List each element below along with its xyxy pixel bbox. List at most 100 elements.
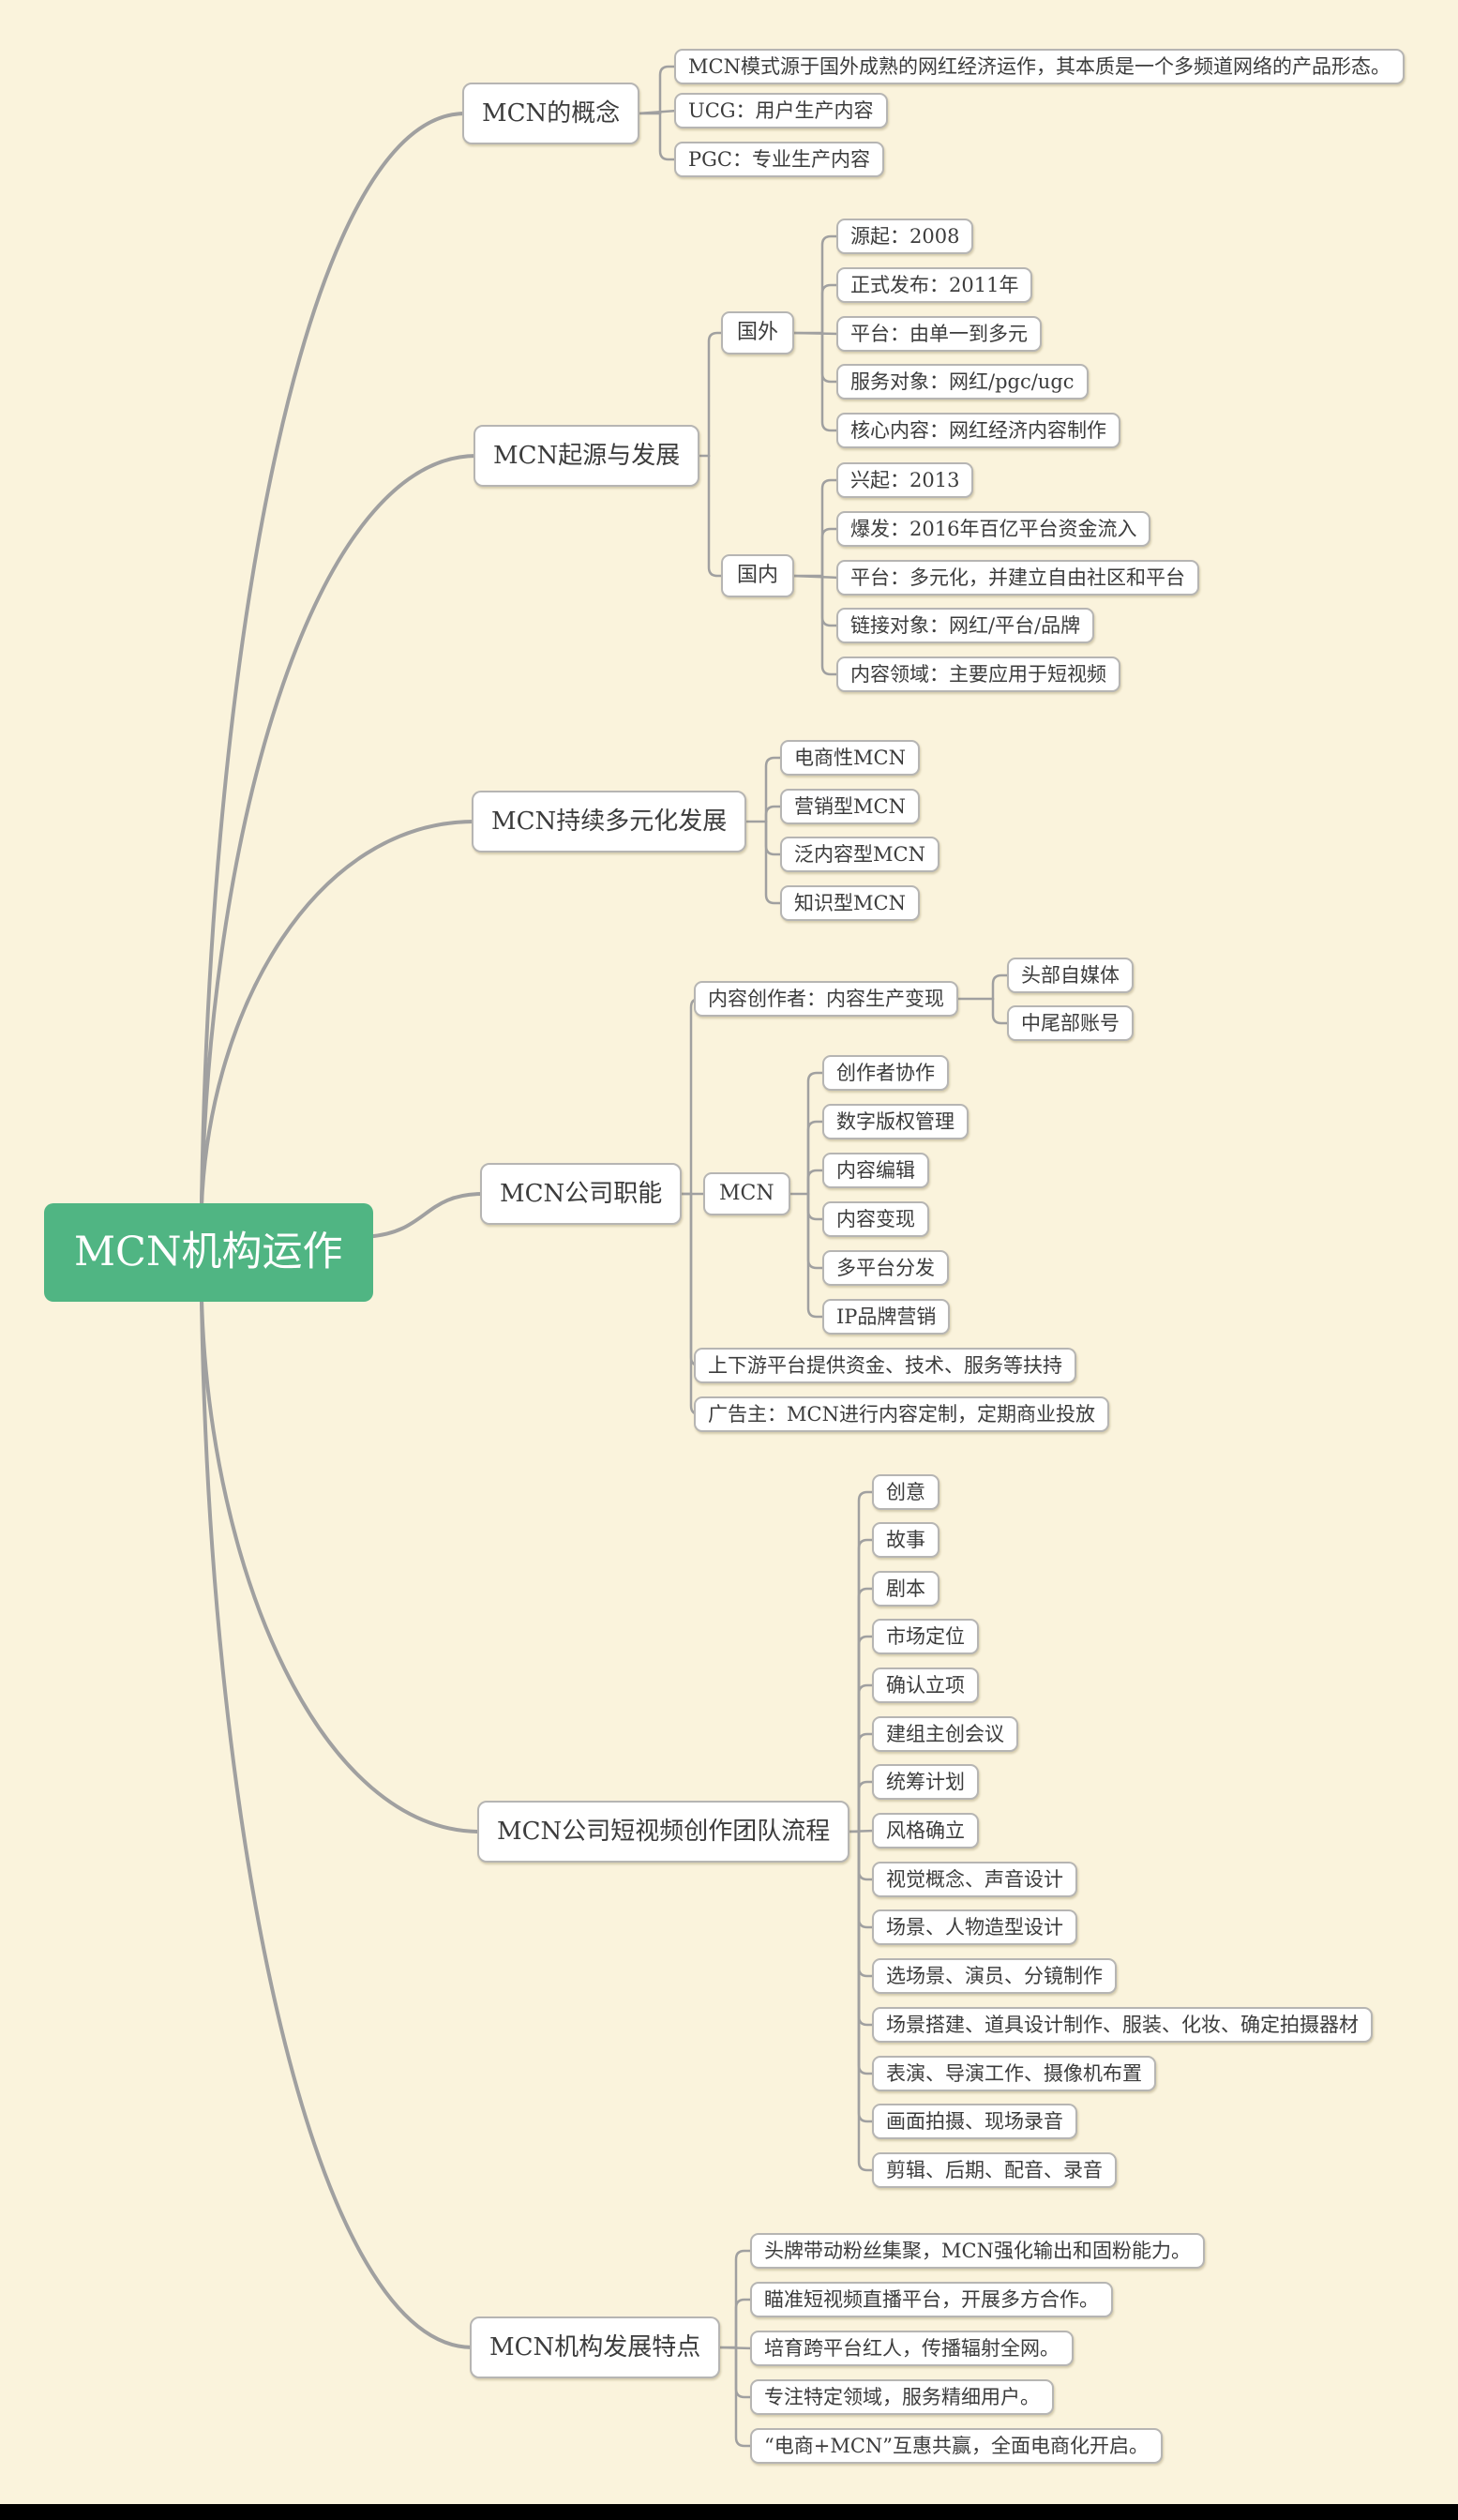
connector [368, 1192, 485, 1239]
connector [200, 1298, 482, 1833]
child-node[interactable]: 创意 [872, 1474, 939, 1510]
connector [806, 1192, 827, 1319]
child-node[interactable]: 爆发：2016年百亿平台资金流入 [836, 511, 1151, 547]
connector [857, 1830, 877, 2172]
child-node[interactable]: 视觉概念、声音设计 [872, 1862, 1077, 1897]
child-node[interactable]: 瞄准短视频直播平台，开展多方合作。 [750, 2282, 1113, 2317]
child-node[interactable]: 选场景、演员、分镜制作 [872, 1958, 1117, 1994]
child-node[interactable]: 泛内容型MCN [780, 837, 939, 872]
connector [636, 109, 679, 115]
child-node[interactable]: 内容创作者：内容生产变现 [694, 981, 958, 1017]
connector [806, 1071, 827, 1196]
child-node[interactable]: 内容变现 [822, 1201, 929, 1237]
connector [200, 112, 467, 1207]
child-node[interactable]: 统筹计划 [872, 1764, 979, 1800]
connector [846, 1829, 877, 1833]
child-node[interactable]: 场景、人物造型设计 [872, 1909, 1077, 1945]
child-node[interactable]: 正式发布：2011年 [836, 267, 1033, 303]
connector [857, 1830, 877, 1978]
branch-node[interactable]: MCN持续多元化发展 [472, 791, 747, 853]
connector [806, 1169, 827, 1196]
child-node[interactable]: MCN [703, 1172, 790, 1215]
connector [820, 478, 841, 578]
root-node[interactable]: MCN机构运作 [44, 1203, 373, 1302]
child-node[interactable]: 画面拍摄、现场录音 [872, 2104, 1077, 2139]
child-node[interactable]: 数字版权管理 [822, 1104, 969, 1139]
connector [689, 997, 700, 1196]
child-node[interactable]: 确认立项 [872, 1667, 979, 1703]
child-node[interactable]: 服务对象：网红/pgc/ugc [836, 364, 1089, 400]
connector [806, 1120, 827, 1196]
child-node[interactable]: 剪辑、后期、配音、录音 [872, 2152, 1117, 2188]
child-node[interactable]: PGC：专业生产内容 [674, 142, 884, 177]
child-node[interactable]: 兴起：2013 [836, 462, 974, 498]
child-node[interactable]: 内容领域：主要应用于短视频 [836, 656, 1120, 692]
connector [200, 820, 476, 1207]
connector [991, 997, 1012, 1025]
child-node[interactable]: 内容编辑 [822, 1153, 929, 1188]
connector [764, 820, 785, 905]
connector [707, 331, 726, 458]
bottom-bar [0, 2504, 1458, 2520]
connector [734, 2298, 755, 2349]
child-node[interactable]: 风格确立 [872, 1813, 979, 1849]
child-node[interactable]: 多平台分发 [822, 1250, 949, 1286]
child-node[interactable]: 场景搭建、道具设计制作、服装、化妆、确定拍摄器材 [872, 2007, 1373, 2043]
child-node[interactable]: 平台：由单一到多元 [836, 316, 1042, 352]
child-node[interactable]: 头牌带动粉丝集聚，MCN强化输出和固粉能力。 [750, 2233, 1205, 2269]
connector [820, 331, 841, 432]
child-node[interactable]: IP品牌营销 [822, 1299, 951, 1335]
connector [857, 1490, 877, 1833]
connector [991, 973, 1012, 1001]
connector [734, 2249, 755, 2349]
child-node[interactable]: 剧本 [872, 1571, 939, 1607]
connector [857, 1587, 877, 1833]
connector [820, 234, 841, 335]
child-node[interactable]: 知识型MCN [780, 885, 920, 921]
child-node[interactable]: 故事 [872, 1522, 939, 1558]
connector [200, 1298, 474, 2349]
connector [658, 65, 679, 115]
connector [707, 454, 726, 578]
child-node[interactable]: “电商+MCN”互惠共赢，全面电商化开启。 [750, 2428, 1164, 2464]
child-node[interactable]: 头部自媒体 [1007, 958, 1134, 993]
connector [200, 454, 478, 1207]
child-node[interactable]: 国内 [721, 554, 795, 597]
connector [857, 1683, 877, 1833]
child-node[interactable]: 广告主：MCN进行内容定制，定期商业投放 [694, 1396, 1109, 1432]
connector [820, 527, 841, 578]
child-node[interactable]: 链接对象：网红/平台/品牌 [836, 608, 1095, 643]
child-node[interactable]: 表演、导演工作、摄像机布置 [872, 2056, 1156, 2091]
child-node[interactable]: 源起：2008 [836, 219, 974, 254]
child-node[interactable]: 国外 [721, 311, 795, 355]
child-node[interactable]: UCG：用户生产内容 [674, 93, 888, 128]
connector [764, 756, 785, 823]
child-node[interactable]: 创作者协作 [822, 1055, 949, 1091]
child-node[interactable]: 市场定位 [872, 1619, 979, 1654]
connector [689, 1192, 700, 1367]
branch-node[interactable]: MCN机构发展特点 [470, 2316, 721, 2378]
child-node[interactable]: 中尾部账号 [1007, 1005, 1134, 1041]
child-node[interactable]: 上下游平台提供资金、技术、服务等扶持 [694, 1348, 1076, 1383]
connector [857, 1538, 877, 1833]
connector [734, 2346, 755, 2448]
child-node[interactable]: 培育跨平台红人，传播辐射全网。 [750, 2331, 1074, 2366]
child-node[interactable]: 建组主创会议 [872, 1716, 1018, 1752]
connector [790, 574, 841, 580]
child-node[interactable]: 平台：多元化，并建立自由社区和平台 [836, 560, 1199, 596]
child-node[interactable]: 电商性MCN [780, 740, 920, 776]
branch-node[interactable]: MCN的概念 [462, 83, 640, 144]
connector [857, 1732, 877, 1833]
branch-node[interactable]: MCN起源与发展 [473, 425, 700, 487]
branch-node[interactable]: MCN公司短视频创作团队流程 [477, 1801, 850, 1863]
connector [857, 1635, 877, 1833]
child-node[interactable]: MCN模式源于国外成熟的网红经济运作，其本质是一个多频道网络的产品形态。 [674, 49, 1405, 84]
branch-node[interactable]: MCN公司职能 [480, 1163, 683, 1225]
child-node[interactable]: 核心内容：网红经济内容制作 [836, 413, 1120, 448]
connector [857, 1780, 877, 1833]
child-node[interactable]: 营销型MCN [780, 789, 920, 824]
child-node[interactable]: 专注特定领域，服务精细用户。 [750, 2379, 1054, 2415]
connector [820, 283, 841, 335]
